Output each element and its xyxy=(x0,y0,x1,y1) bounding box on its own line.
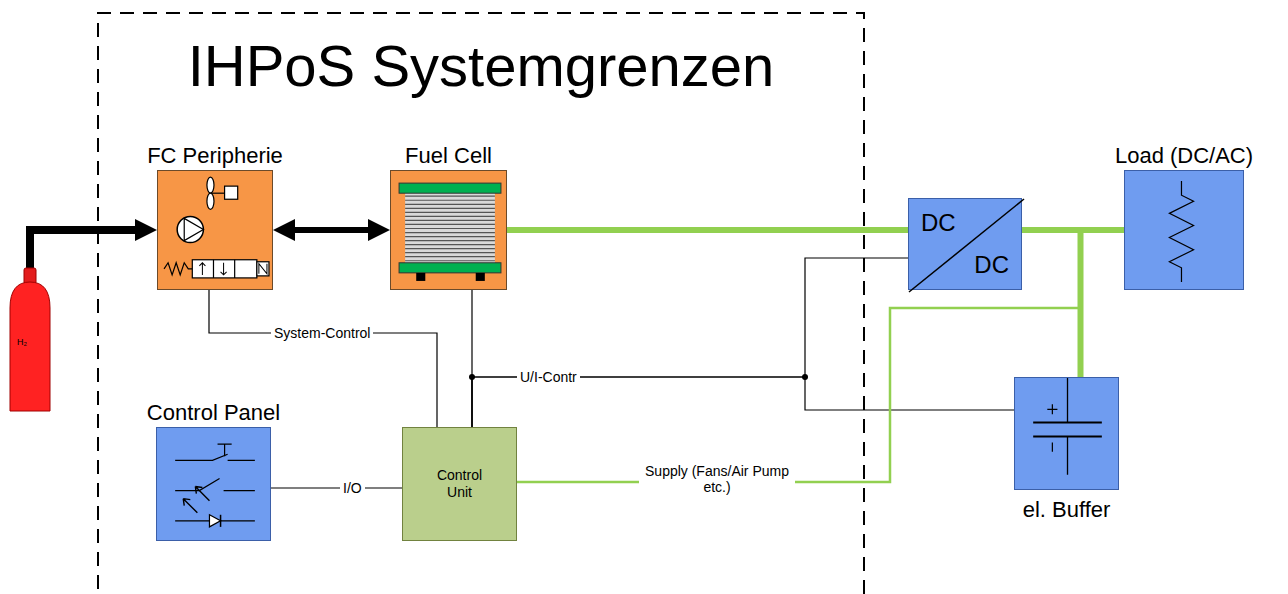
fuel-cell-box: Fuel Cell xyxy=(390,170,507,290)
signal-line xyxy=(517,308,1081,482)
dc-dc-converter: DC DC xyxy=(908,198,1022,290)
boundary-title: IHPoS Systemgrenzen xyxy=(97,34,865,98)
fc-peripherals-box: FC Peripherie xyxy=(157,170,273,290)
buf-symbol xyxy=(1015,378,1118,489)
node-label: DC xyxy=(974,253,1009,277)
hydrogen-bottle: H₂ xyxy=(8,268,52,412)
node-label: DC xyxy=(921,211,956,235)
node-label: Control Panel xyxy=(147,400,280,425)
bottle-symbol xyxy=(8,268,52,412)
load-symbol xyxy=(1125,171,1243,289)
node-label: FC Peripherie xyxy=(147,143,283,168)
signal-label: Supply (Fans/Air Pump etc.) xyxy=(639,463,795,495)
signal-label: U/I-Contr xyxy=(517,369,580,385)
signal-line xyxy=(472,258,908,427)
panel-symbol xyxy=(157,428,270,540)
power-line xyxy=(30,230,135,268)
system-boundary: IHPoS SystemgrenzenFC PeripherieFuel Cel… xyxy=(97,12,865,594)
node-label: el. Buffer xyxy=(1023,497,1111,522)
power-line xyxy=(1022,230,1081,377)
box-text: Control Unit xyxy=(428,467,492,501)
power-line xyxy=(295,227,368,233)
signal-line xyxy=(271,487,402,488)
control-unit-box: Control Unit xyxy=(402,427,517,541)
node-label: H₂ xyxy=(17,338,27,347)
load-box: Load (DC/AC) xyxy=(1124,170,1244,290)
buffer-box: el. Buffer xyxy=(1014,377,1119,490)
node-label: Fuel Cell xyxy=(405,143,492,168)
power-line xyxy=(507,227,908,233)
signal-label: I/O xyxy=(340,480,365,496)
node-label: Load (DC/AC) xyxy=(1115,143,1253,168)
per-symbol xyxy=(158,171,272,289)
fc-symbol xyxy=(391,171,506,289)
control-panel-box: Control Panel xyxy=(156,427,271,541)
signal-label: System-Control xyxy=(271,325,373,341)
junction-dot xyxy=(802,374,808,380)
junction-dot xyxy=(469,374,475,380)
